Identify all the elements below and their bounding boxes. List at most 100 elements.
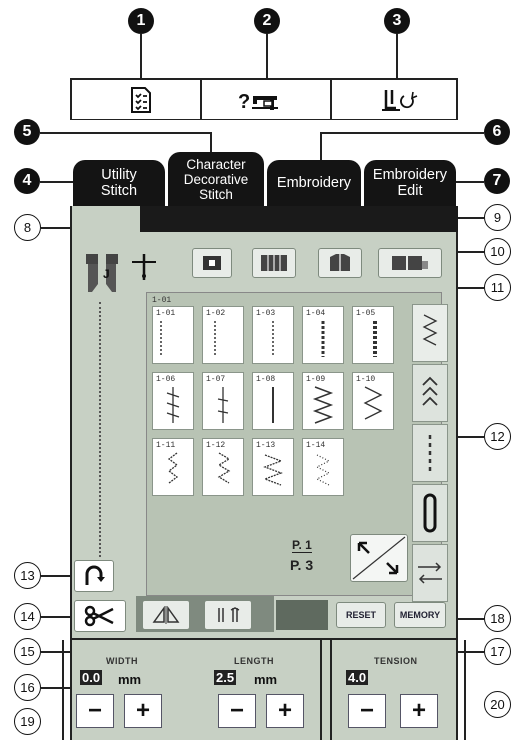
settings-divider bbox=[320, 640, 322, 740]
leader-line bbox=[455, 436, 484, 438]
leader-line bbox=[140, 34, 142, 92]
stitch-cell[interactable]: 1-07 bbox=[202, 372, 244, 430]
needle-up-down-button[interactable] bbox=[74, 560, 114, 592]
length-value: 2.5 bbox=[214, 670, 237, 685]
settings-icon[interactable] bbox=[128, 86, 154, 114]
leader-line bbox=[40, 181, 80, 183]
callout-9: 9 bbox=[484, 204, 511, 231]
needle-position-icon[interactable] bbox=[378, 86, 420, 114]
stitch-cell[interactable]: 1-09 bbox=[302, 372, 344, 430]
leader-line bbox=[430, 181, 484, 183]
stitch-cell[interactable]: 1-12 bbox=[202, 438, 244, 496]
tab-embroidery[interactable]: Embroidery bbox=[267, 160, 361, 206]
tab-utility-stitch[interactable]: Utility Stitch bbox=[73, 160, 165, 206]
category-tab-overcasting[interactable] bbox=[412, 364, 448, 422]
stitch-cell[interactable]: 1-10 bbox=[352, 372, 394, 430]
leader-line bbox=[210, 132, 212, 152]
page-current: P. 1 bbox=[292, 538, 312, 553]
callout-11: 11 bbox=[484, 274, 511, 301]
stitch-preview-line bbox=[99, 302, 101, 557]
callout-12: 12 bbox=[484, 423, 511, 450]
width-label: WIDTH bbox=[106, 656, 138, 666]
function-bar-strip bbox=[276, 600, 328, 630]
callout-2: 2 bbox=[254, 8, 280, 34]
stitch-cell[interactable]: 1-13 bbox=[252, 438, 294, 496]
twin-needle-button[interactable] bbox=[204, 600, 252, 630]
tension-value: 4.0 bbox=[346, 670, 369, 685]
category-tab-utility[interactable] bbox=[412, 304, 448, 362]
width-increase-button[interactable]: + bbox=[124, 694, 162, 728]
callout-15: 15 bbox=[14, 638, 41, 665]
help-machine-icon[interactable]: ? bbox=[238, 88, 294, 114]
tension-increase-button[interactable]: + bbox=[400, 694, 438, 728]
callout-5: 5 bbox=[14, 119, 40, 145]
callout-7: 7 bbox=[484, 168, 510, 194]
leader-line bbox=[442, 287, 484, 289]
settings-divider bbox=[330, 640, 332, 740]
callout-19: 19 bbox=[14, 708, 41, 735]
callout-13: 13 bbox=[14, 562, 41, 589]
callout-6: 6 bbox=[484, 119, 510, 145]
svg-text:J: J bbox=[103, 267, 110, 281]
presser-foot-icon: J bbox=[82, 252, 122, 298]
settings-divider bbox=[70, 638, 458, 640]
stitch-cell[interactable]: 1-14 bbox=[302, 438, 344, 496]
leader-line bbox=[320, 132, 484, 134]
callout-16: 16 bbox=[14, 674, 41, 701]
callout-17: 17 bbox=[484, 638, 511, 665]
stitch-header: 1-01 bbox=[152, 296, 172, 305]
tension-decrease-button[interactable]: − bbox=[348, 694, 386, 728]
settings-divider bbox=[62, 640, 64, 740]
svg-text:?: ? bbox=[238, 91, 250, 113]
leader-line bbox=[40, 132, 212, 134]
callout-18: 18 bbox=[484, 605, 511, 632]
category-tab-buttonhole[interactable] bbox=[412, 484, 448, 542]
tab-embroidery-edit[interactable]: Embroidery Edit bbox=[364, 160, 456, 206]
reset-button[interactable]: RESET bbox=[336, 602, 386, 628]
stitch-cell[interactable]: 1-01 bbox=[152, 306, 194, 364]
width-value: 0.0 bbox=[80, 670, 103, 685]
sewing-guide-button[interactable] bbox=[318, 248, 362, 278]
screen-top-strip bbox=[140, 206, 458, 232]
settings-divider bbox=[464, 640, 466, 740]
needle-mode-icon bbox=[130, 252, 158, 282]
page-scroll-button[interactable] bbox=[350, 534, 408, 582]
leader-line bbox=[396, 34, 398, 86]
tension-label: TENSION bbox=[374, 656, 418, 666]
pattern-explanation-button[interactable] bbox=[252, 248, 296, 278]
leader-line bbox=[41, 616, 73, 618]
stitch-cell[interactable]: 1-06 bbox=[152, 372, 194, 430]
length-decrease-button[interactable]: − bbox=[218, 694, 256, 728]
category-tab-reverse[interactable] bbox=[412, 544, 448, 602]
stitch-cell[interactable]: 1-05 bbox=[352, 306, 394, 364]
leader-line bbox=[266, 34, 268, 82]
toolbar-divider bbox=[330, 80, 332, 120]
stitch-cell[interactable]: 1-02 bbox=[202, 306, 244, 364]
bobbin-button[interactable] bbox=[192, 248, 232, 278]
stitch-cell[interactable]: 1-08 bbox=[252, 372, 294, 430]
page-total: P. 3 bbox=[290, 557, 314, 573]
category-tab-straight[interactable] bbox=[412, 424, 448, 482]
callout-14: 14 bbox=[14, 603, 41, 630]
width-decrease-button[interactable]: − bbox=[76, 694, 114, 728]
leader-line bbox=[41, 575, 73, 577]
width-unit: mm bbox=[118, 672, 142, 687]
callout-3: 3 bbox=[384, 8, 410, 34]
stitch-cell[interactable]: 1-03 bbox=[252, 306, 294, 364]
length-unit: mm bbox=[254, 672, 278, 687]
tab-character-decorative-stitch[interactable]: Character Decorative Stitch bbox=[168, 152, 264, 206]
tab-bar bbox=[70, 120, 458, 124]
leader-line bbox=[440, 618, 484, 620]
manual-memory-button[interactable] bbox=[378, 248, 442, 278]
length-label: LENGTH bbox=[234, 656, 274, 666]
callout-10: 10 bbox=[484, 238, 511, 265]
thread-cutter-button[interactable] bbox=[74, 600, 126, 632]
mirror-image-button[interactable] bbox=[142, 600, 190, 630]
leader-line bbox=[320, 132, 322, 164]
length-increase-button[interactable]: + bbox=[266, 694, 304, 728]
stitch-cell[interactable]: 1-11 bbox=[152, 438, 194, 496]
callout-20: 20 bbox=[484, 691, 511, 718]
memory-button[interactable]: MEMORY bbox=[394, 602, 446, 628]
callout-4: 4 bbox=[14, 168, 40, 194]
stitch-cell[interactable]: 1-04 bbox=[302, 306, 344, 364]
